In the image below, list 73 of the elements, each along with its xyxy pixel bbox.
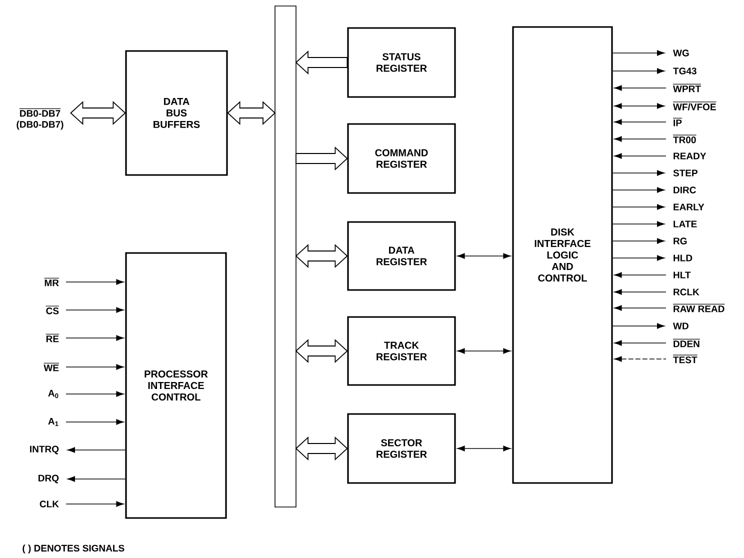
signal-arrow — [612, 238, 665, 244]
signal-arrow — [457, 446, 511, 452]
signal-label: MR — [44, 278, 60, 286]
signal-arrow — [614, 136, 666, 142]
signal-label: WE — [43, 362, 60, 372]
signal-label: RAW READ — [672, 304, 726, 312]
block-box: PROCESSOR INTERFACE CONTROL — [125, 252, 227, 519]
bus-bar — [274, 6, 296, 508]
signal-arrow — [614, 305, 666, 311]
signal-arrow — [614, 153, 666, 159]
signal-arrow — [67, 476, 126, 482]
signal-arrow — [457, 253, 511, 259]
signal-arrow — [66, 419, 124, 425]
signal-label: STEP — [673, 170, 698, 176]
signal-arrow — [614, 103, 665, 109]
signal-label: CS — [46, 306, 60, 314]
signal-label: INTRQ — [30, 446, 59, 454]
signal-label: TR00 — [672, 134, 697, 144]
block-box: DATA BUS BUFFERS — [125, 50, 228, 176]
signal-label: RE — [46, 334, 60, 342]
signal-label: WD — [673, 322, 688, 330]
signal-arrow — [612, 187, 665, 193]
signal-arrow — [457, 348, 511, 354]
signal-arrow — [614, 119, 666, 125]
block-box: SECTOR REGISTER — [347, 413, 456, 484]
signal-arrow — [614, 272, 666, 278]
signal-arrow — [612, 68, 665, 74]
signal-arrow — [612, 170, 665, 176]
signal-label: HLT — [674, 272, 691, 278]
signal-arrow — [614, 289, 666, 295]
signal-label: DIRC — [674, 186, 696, 194]
signal-label: EARLY — [674, 204, 704, 210]
signal-label: A$_{1}$ — [48, 418, 58, 426]
signal-arrow — [612, 221, 665, 227]
signal-label: DDEN — [672, 338, 700, 348]
signal-label: WPRT — [672, 84, 702, 92]
signal-arrow — [66, 501, 124, 507]
signal-label: IP — [672, 118, 682, 126]
signal-arrow — [66, 335, 124, 341]
signal-label: WF/VFOE — [672, 102, 717, 110]
signal-arrow — [612, 323, 665, 329]
block-box: DATA REGISTER — [347, 221, 456, 291]
signal-arrow — [614, 340, 666, 346]
block-box: STATUS REGISTER — [347, 27, 456, 98]
signal-arrow — [66, 307, 124, 313]
bus-arrow — [227, 100, 276, 126]
signal-label: WG — [673, 50, 689, 56]
signal-label: CLK — [40, 500, 59, 508]
signal-arrow — [614, 85, 666, 91]
signal-label: RG — [674, 238, 687, 244]
signal-label: DB0-DB7 (DB0-DB7) — [16, 108, 64, 130]
signal-arrow — [66, 391, 124, 397]
signal-label: RCLK — [674, 288, 700, 296]
note-text: ( ) DENOTES SIGNALS — [22, 544, 124, 554]
signal-arrow — [612, 50, 665, 56]
signal-arrow — [66, 364, 124, 370]
signal-arrow — [612, 255, 665, 261]
signal-label: READY — [674, 152, 706, 160]
signal-arrow — [67, 447, 126, 453]
signal-label: HLD — [674, 254, 692, 262]
signal-arrow — [66, 279, 124, 285]
block-box: TRACK REGISTER — [347, 316, 456, 386]
signal-label: TG43 — [673, 68, 696, 74]
signal-label: LATE — [674, 220, 697, 228]
signal-label: DRQ — [38, 474, 59, 484]
signal-label: A$_{0}$ — [48, 390, 58, 398]
bus-arrow — [70, 100, 126, 126]
bus-arrow — [296, 146, 348, 171]
block-box: DISK INTERFACE LOGIC AND CONTROL — [512, 26, 613, 484]
signal-arrow — [614, 356, 666, 362]
signal-label: TEST — [672, 354, 698, 364]
signal-arrow — [612, 204, 665, 210]
block-box: COMMAND REGISTER — [347, 123, 456, 194]
